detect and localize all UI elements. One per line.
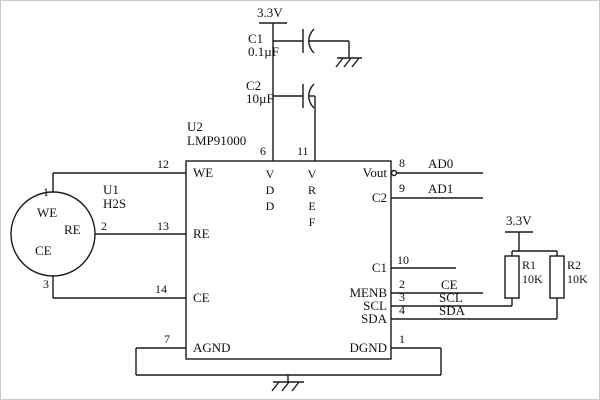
ic-dgnd-label: DGND — [349, 340, 387, 355]
pin9-number: 9 — [399, 181, 405, 195]
r2-value-label: 10K — [567, 272, 588, 286]
c2-value-label: 10µF — [246, 91, 274, 106]
resistor-r2 — [549, 255, 565, 299]
sensor-ce-label: CE — [35, 243, 52, 258]
ic-sda-label: SDA — [360, 311, 387, 326]
pin13-number: 13 — [157, 219, 169, 233]
sensor-re-label: RE — [64, 222, 81, 237]
pin7-number: 7 — [164, 332, 170, 346]
pin8-bubble — [390, 169, 398, 177]
pin14-number: 14 — [155, 282, 167, 296]
ground-symbol-top — [335, 41, 362, 68]
pin8-number: 8 — [399, 156, 405, 170]
pin3-number: 3 — [399, 290, 405, 304]
ic-re-label: RE — [193, 226, 210, 241]
r1-ref-label: R1 — [522, 258, 537, 272]
ic-vdd-label: VDD — [263, 167, 277, 215]
sensor-pin3-number: 3 — [43, 277, 49, 291]
net-ad1-label: AD1 — [428, 181, 454, 196]
ground-symbol-bottom — [271, 375, 304, 392]
ic-body — [185, 160, 392, 360]
pin11-number: 11 — [297, 144, 309, 158]
pin4-number: 4 — [399, 303, 405, 317]
ic-c2-label: C2 — [371, 190, 387, 205]
pin6-number: 6 — [260, 144, 266, 158]
u2-part-label: LMP91000 — [187, 133, 247, 148]
sensor-pin2-number: 2 — [101, 219, 107, 233]
u2-ref-label: U2 — [187, 119, 203, 134]
u1-ref-label: U1 — [103, 182, 119, 197]
sensor-pin1-number: 1 — [43, 185, 49, 199]
sensor-we-label: WE — [37, 205, 58, 220]
ic-menb-label: MENB — [349, 285, 387, 300]
c2-ref-label: C2 — [246, 78, 262, 93]
ic-c1-label: C1 — [371, 260, 387, 275]
c1-ref-label: C1 — [248, 31, 264, 46]
ic-vout-label: Vout — [362, 165, 387, 180]
r1-value-label: 10K — [522, 272, 543, 286]
ic-agnd-label: AGND — [193, 340, 231, 355]
net-ce-label: CE — [441, 277, 458, 292]
c1-value-label: 0.1µF — [248, 44, 279, 59]
r2-ref-label: R2 — [567, 258, 582, 272]
power-top-label: 3.3V — [257, 5, 283, 20]
net-ad0-label: AD0 — [428, 156, 454, 171]
ic-ce-label: CE — [193, 290, 210, 305]
pin10-number: 10 — [397, 253, 409, 267]
pin1-number: 1 — [399, 332, 405, 346]
u1-part-label: H2S — [103, 196, 127, 211]
capacitor-c2-symbol — [302, 83, 315, 109]
ic-vref-label: VREF — [305, 167, 319, 231]
power-right-label: 3.3V — [506, 213, 532, 228]
ic-scl-label: SCL — [363, 298, 387, 313]
ic-we-label: WE — [193, 165, 214, 180]
capacitor-c1-symbol — [302, 28, 315, 54]
net-sda-label: SDA — [439, 303, 466, 318]
pin12-number: 12 — [157, 157, 169, 171]
pin2-number: 2 — [399, 277, 405, 291]
resistor-r1 — [504, 255, 520, 299]
net-scl-label: SCL — [439, 290, 463, 305]
